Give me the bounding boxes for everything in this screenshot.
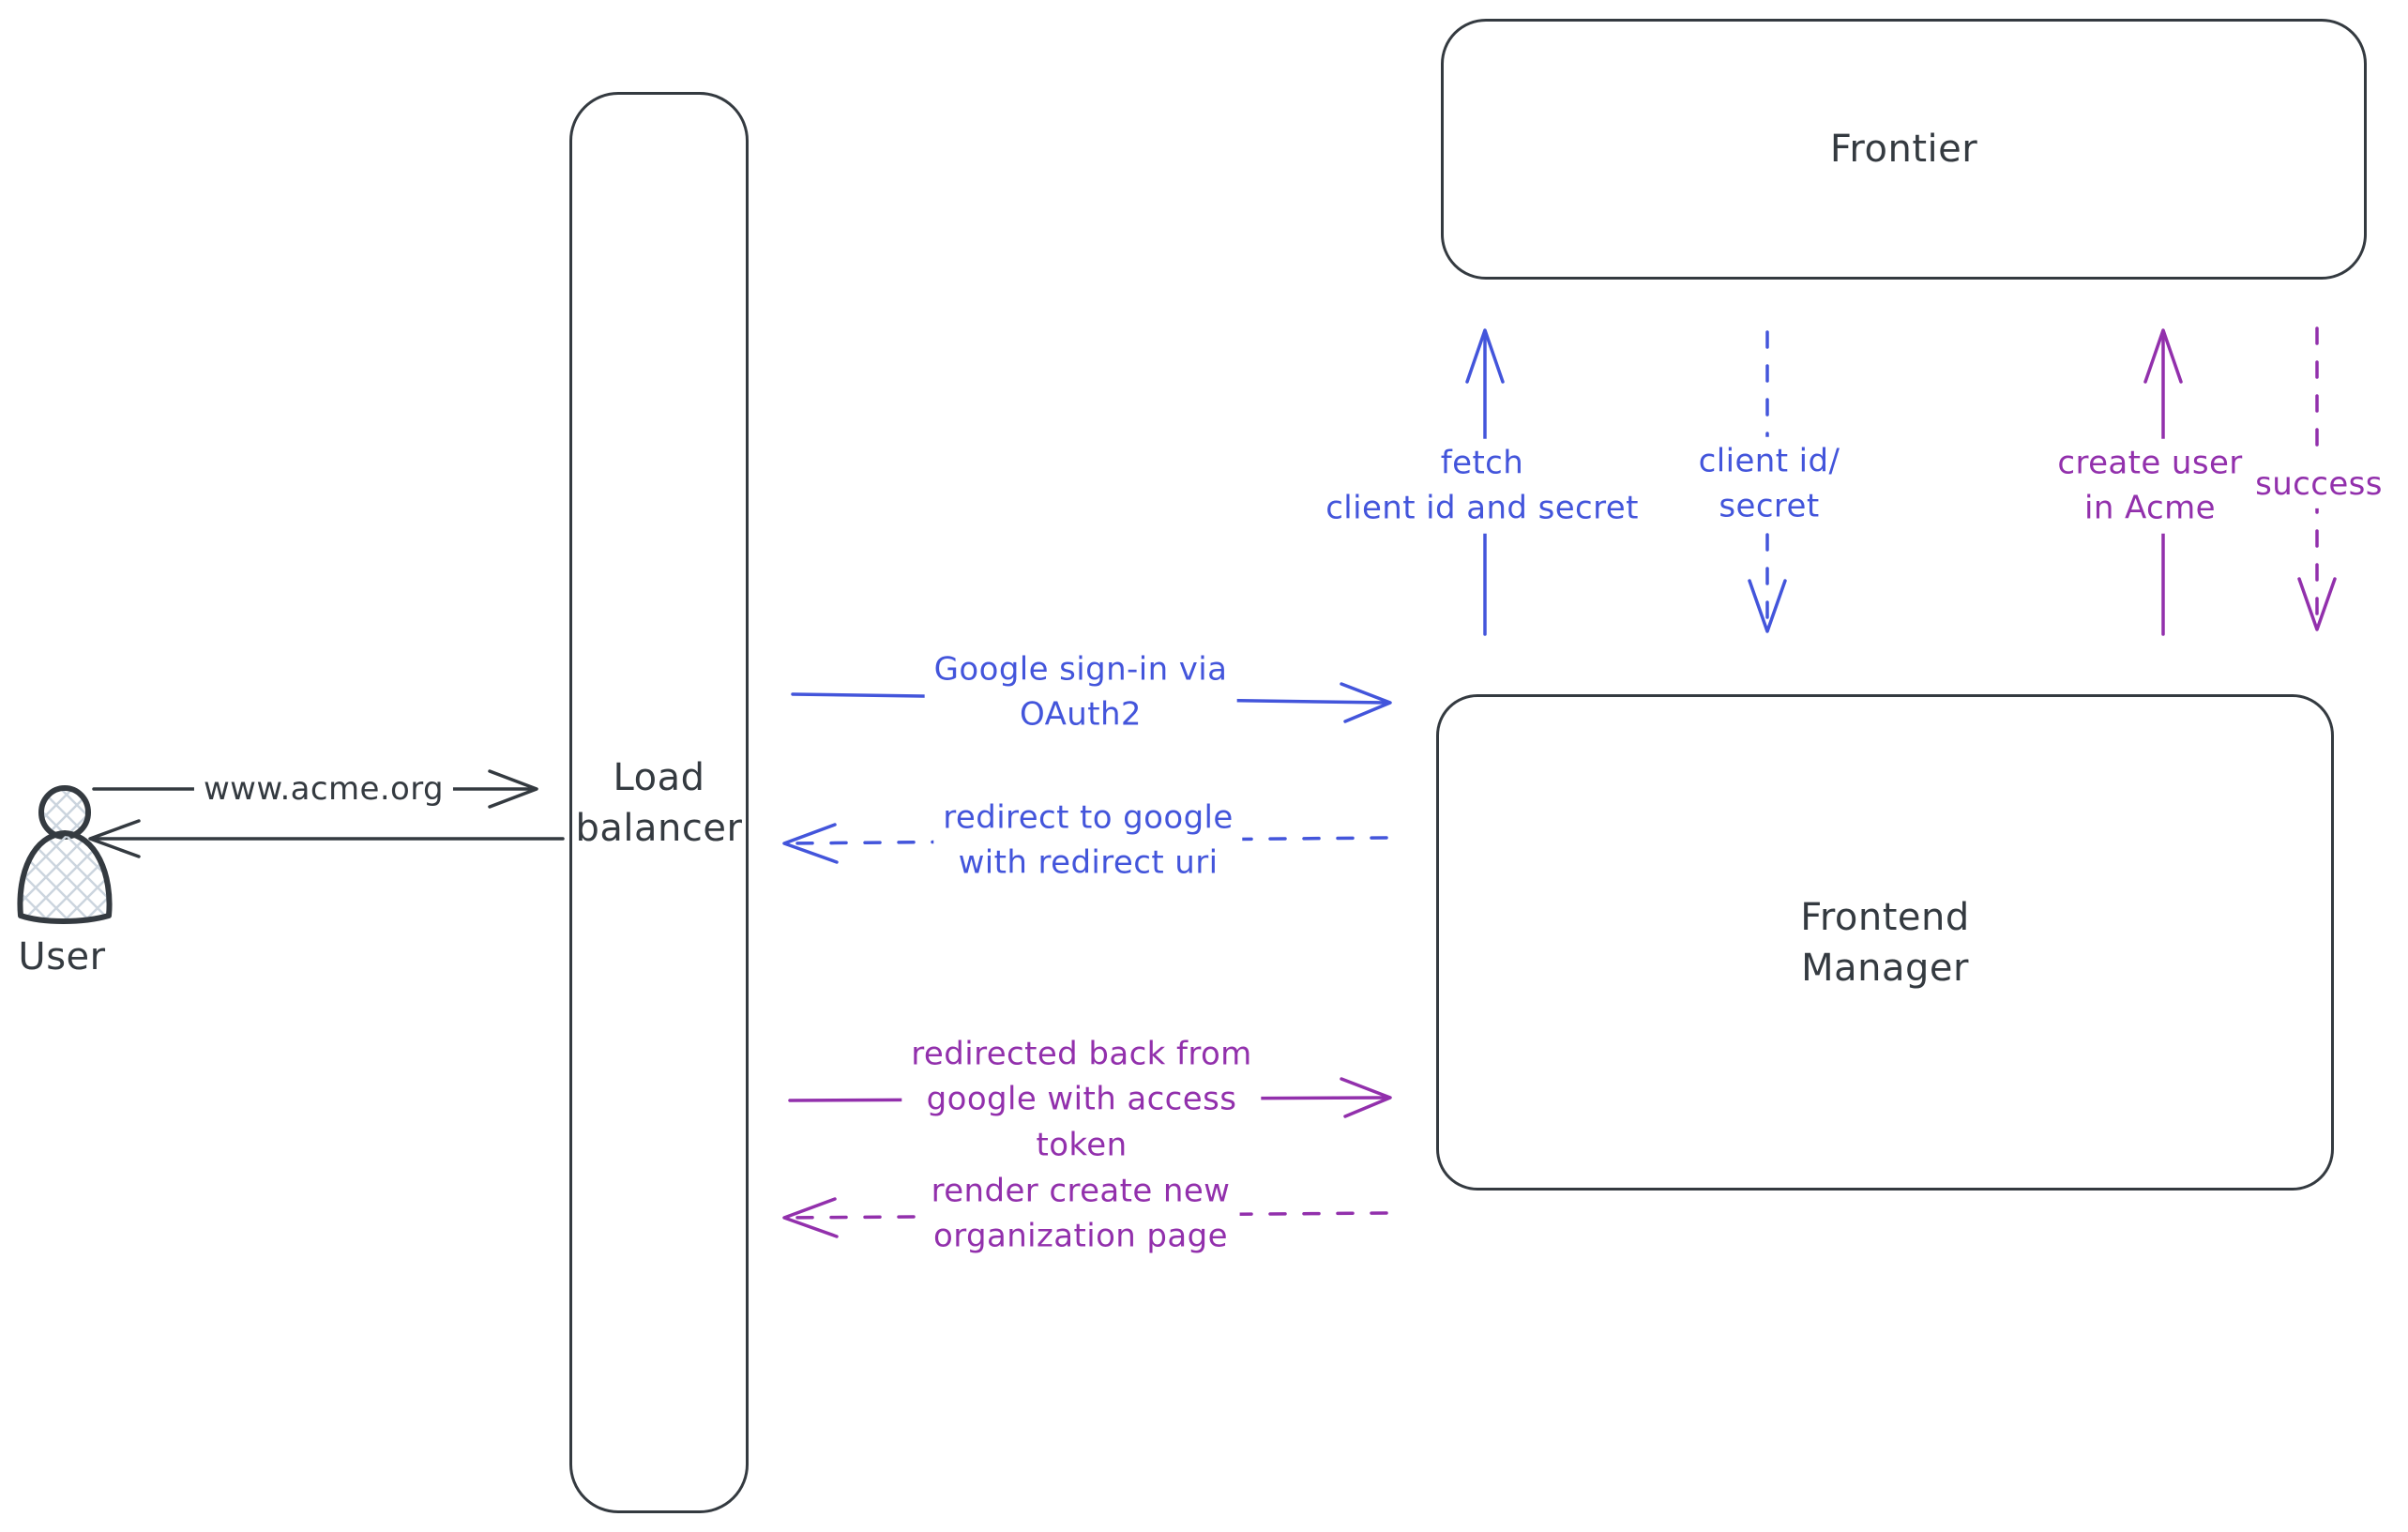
arrow-label-fetch-secret: fetch client id and secret: [1316, 438, 1648, 534]
frontier-label: Frontier: [1829, 128, 1978, 171]
arrow-label-redirect-google: redirect to google with redirect uri: [933, 793, 1243, 888]
node-frontend-manager: Frontend Manager: [1436, 694, 2334, 1191]
user-body: [17, 830, 113, 924]
arrow-label-acme-request: www.acme.org: [193, 764, 454, 814]
user-label: User: [18, 935, 106, 978]
load-balancer-label: Load balancer: [575, 755, 743, 850]
arrow-label-client-id-secret: client id/ secret: [1689, 436, 1850, 532]
arrow-label-render-page: render create new organization page: [921, 1166, 1240, 1262]
arrow-label-create-user: create user in Acme: [2048, 438, 2252, 534]
user-icon: [17, 785, 113, 924]
arrow-acme-response: [88, 819, 565, 858]
node-frontier: Frontier: [1441, 19, 2367, 280]
arrow-label-success: success: [2246, 459, 2392, 509]
arrow-label-redirected-back: redirected back from google with access …: [901, 1029, 1262, 1170]
user-head: [38, 785, 91, 840]
frontend-manager-label: Frontend Manager: [1800, 895, 1970, 990]
node-load-balancer: Load balancer: [569, 92, 749, 1513]
arrow-label-google-signin: Google sign-in via OAuth2: [924, 645, 1237, 740]
